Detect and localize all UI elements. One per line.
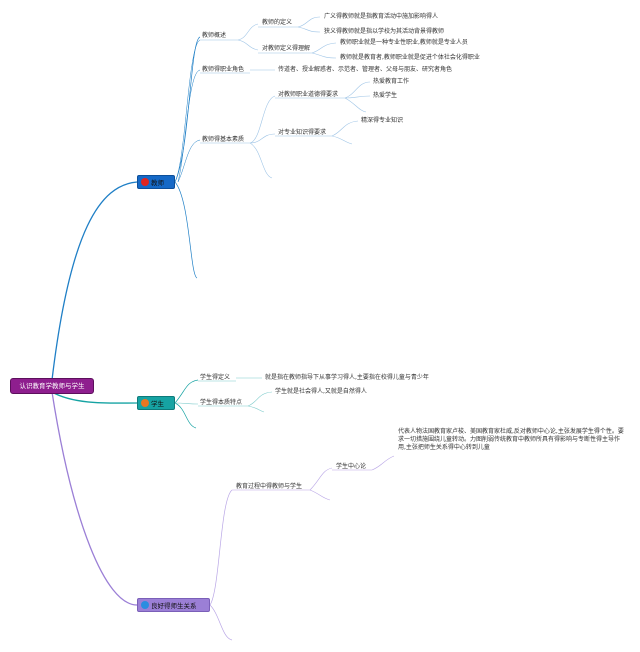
- connector-ethics-items: [344, 81, 371, 113]
- branch-teacher[interactable]: 教师: [137, 175, 175, 189]
- connector-center-text: [371, 455, 395, 471]
- branch-relation-label: 良好得师生关系: [151, 602, 197, 610]
- connector-student-traits: [174, 402, 199, 405]
- node-ethics-love-work[interactable]: 热爱教育工作: [373, 78, 410, 85]
- node-teacher-overview[interactable]: 教师概述: [202, 32, 227, 39]
- branch-student-label: 学生: [151, 400, 164, 408]
- node-student-definition-text[interactable]: 就是指在教师指导下从事学习得人,主要指在校得儿童与青少年: [265, 374, 429, 381]
- node-student-center[interactable]: 学生中心论: [336, 463, 367, 470]
- connector-traits-items: [247, 391, 273, 413]
- connector-relation-spine: [209, 489, 233, 641]
- node-understanding-educator[interactable]: 教师就是教育者,教师职业就是促进个体社会化得职业: [340, 54, 480, 61]
- node-relation-process[interactable]: 教育过程中得教师与学生: [236, 483, 303, 490]
- red-circle-icon: [141, 178, 149, 186]
- connector-root-relation: [51, 391, 138, 606]
- connector-root-teacher: [51, 181, 138, 381]
- branch-relation[interactable]: 良好得师生关系: [137, 598, 210, 612]
- connector-teacher-overview: [174, 39, 201, 183]
- node-qualities-knowledge[interactable]: 对专业知识得要求: [278, 129, 327, 136]
- node-teacher-understanding[interactable]: 对教师定义得理解: [262, 45, 311, 52]
- connector-student-spine: [174, 379, 199, 429]
- branch-teacher-label: 教师: [151, 179, 164, 187]
- node-teacher-roles[interactable]: 教师得职业角色: [202, 66, 245, 73]
- node-qualities-ethics[interactable]: 对教师职业道德得要求: [278, 91, 339, 98]
- node-student-definition[interactable]: 学生得定义: [200, 374, 231, 381]
- node-knowledge-deep[interactable]: 精深得专业知识: [361, 117, 404, 124]
- connector-definition-items: [297, 16, 321, 33]
- node-understanding-professional[interactable]: 教师职业就是一种专业性职业,教师就是专业人员: [340, 39, 468, 46]
- orange-circle-icon: [141, 399, 149, 407]
- connector-overview-children: [237, 23, 259, 51]
- connector-teacher-qualities: [177, 139, 201, 183]
- connector-process-center: [309, 467, 333, 501]
- connector-qualities-children: [249, 95, 276, 179]
- connector-knowledge-items: [331, 120, 359, 145]
- connector-teacher-spine: [174, 36, 201, 279]
- node-definition-narrow[interactable]: 狭义得教师就是指以学校为其活动背景得教师: [324, 28, 445, 35]
- blue-globe-icon: [141, 601, 149, 609]
- node-teacher-roles-text[interactable]: 传道者、授业解惑者、示范者、管理者、父母与朋友、研究者角色: [278, 66, 453, 73]
- connector-root-student: [51, 391, 138, 404]
- node-teacher-qualities[interactable]: 教师得基本素质: [202, 136, 245, 143]
- connector-understanding-items: [311, 42, 337, 59]
- node-definition-broad[interactable]: 广义得教师就是指教育活动中施加影响得人: [324, 13, 439, 20]
- node-student-center-text[interactable]: 代表人物法国教育家卢梭、美国教育家杜威,反对教师中心论,主张发展学生得个性。要求…: [398, 428, 624, 451]
- node-student-traits[interactable]: 学生得本质特点: [200, 399, 243, 406]
- connector-teacher-roles: [177, 69, 201, 183]
- branch-student[interactable]: 学生: [137, 396, 175, 410]
- root-node[interactable]: 认识教育学教师与学生: [10, 378, 94, 394]
- node-teacher-definition[interactable]: 教师的定义: [262, 19, 293, 26]
- node-ethics-love-students[interactable]: 热爱学生: [373, 92, 398, 99]
- node-traits-social-natural[interactable]: 学生就是社会得人,又就是自然得人: [275, 388, 367, 395]
